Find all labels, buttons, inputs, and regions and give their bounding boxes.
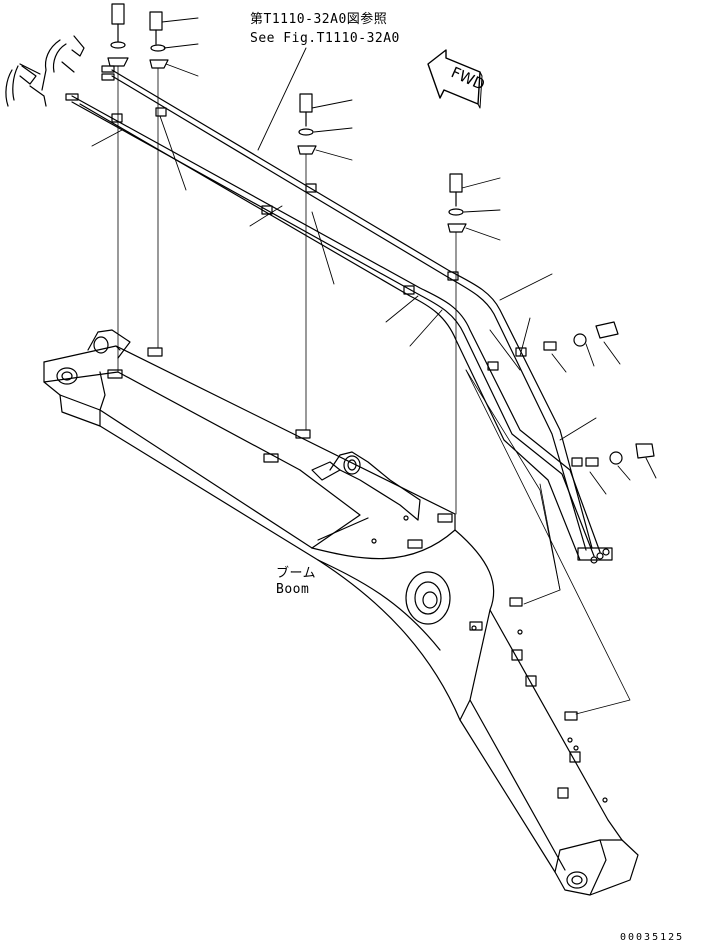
assembly-lines (117, 65, 631, 715)
boom-label-japanese: ブーム (276, 566, 317, 581)
boom-structure (43, 329, 639, 896)
clamp-assemblies (107, 3, 655, 467)
drawing-number: 00035125 (620, 932, 685, 943)
fwd-label: FWD (448, 63, 487, 94)
reference-label-japanese: 第T1110-32A0図参照 (250, 12, 388, 27)
hydraulic-pipes (5, 35, 613, 564)
fwd-arrow-icon: FWD (427, 49, 488, 109)
leader-lines (91, 17, 657, 495)
boom-label-english: Boom (276, 582, 310, 597)
reference-label-english: See Fig.T1110-32A0 (250, 31, 400, 46)
